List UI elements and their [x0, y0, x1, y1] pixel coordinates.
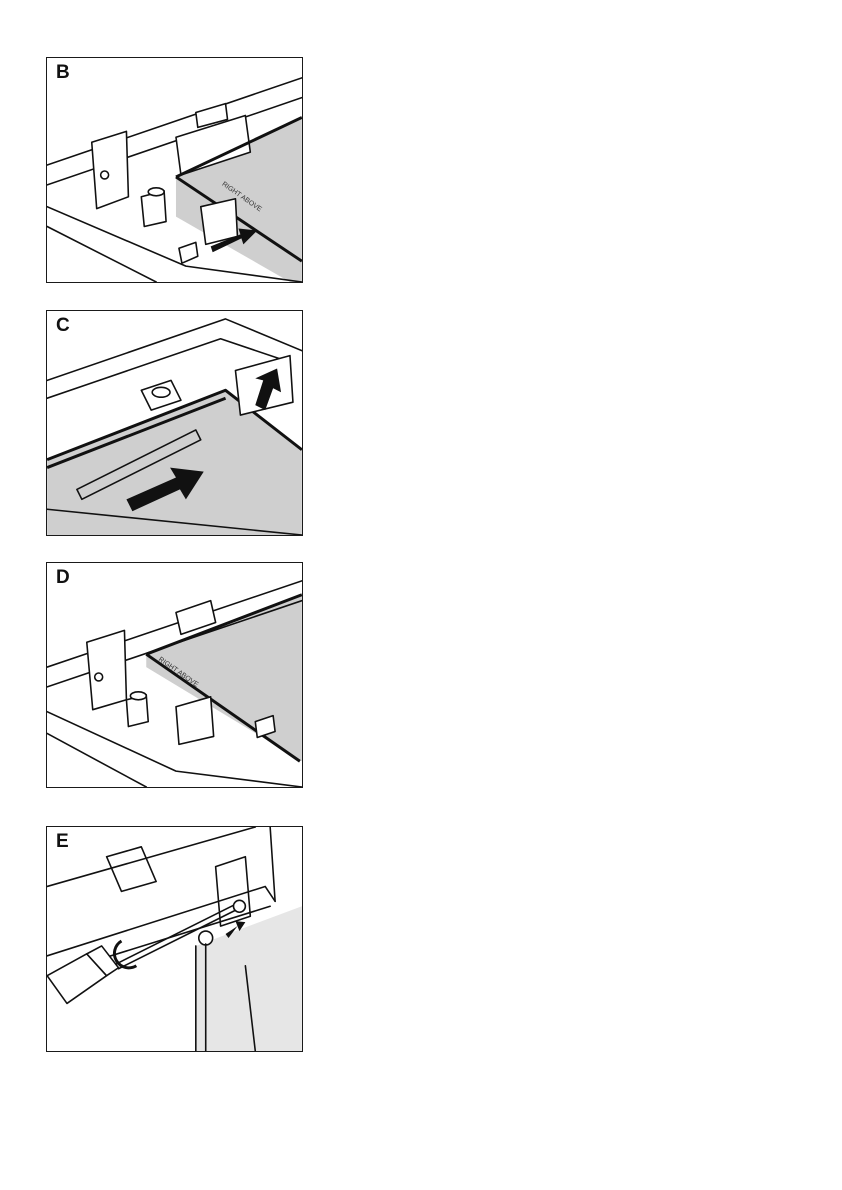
- figure-label: D: [56, 567, 70, 589]
- glass-bracket-insert-illustration: RIGHT ABOVE: [47, 58, 302, 282]
- figure-b: RIGHT ABOVE B: [46, 57, 303, 283]
- screwdriver-tighten-illustration: [47, 827, 302, 1051]
- figure-label: B: [56, 62, 70, 84]
- figure-d: RIGHT ABOVE D: [46, 562, 303, 788]
- glass-slide-in-illustration: [47, 311, 302, 535]
- figure-c: C: [46, 310, 303, 536]
- glass-seated-illustration: RIGHT ABOVE: [47, 563, 302, 787]
- figure-label: C: [56, 315, 70, 337]
- figure-e: E: [46, 826, 303, 1052]
- figure-label: E: [56, 831, 69, 853]
